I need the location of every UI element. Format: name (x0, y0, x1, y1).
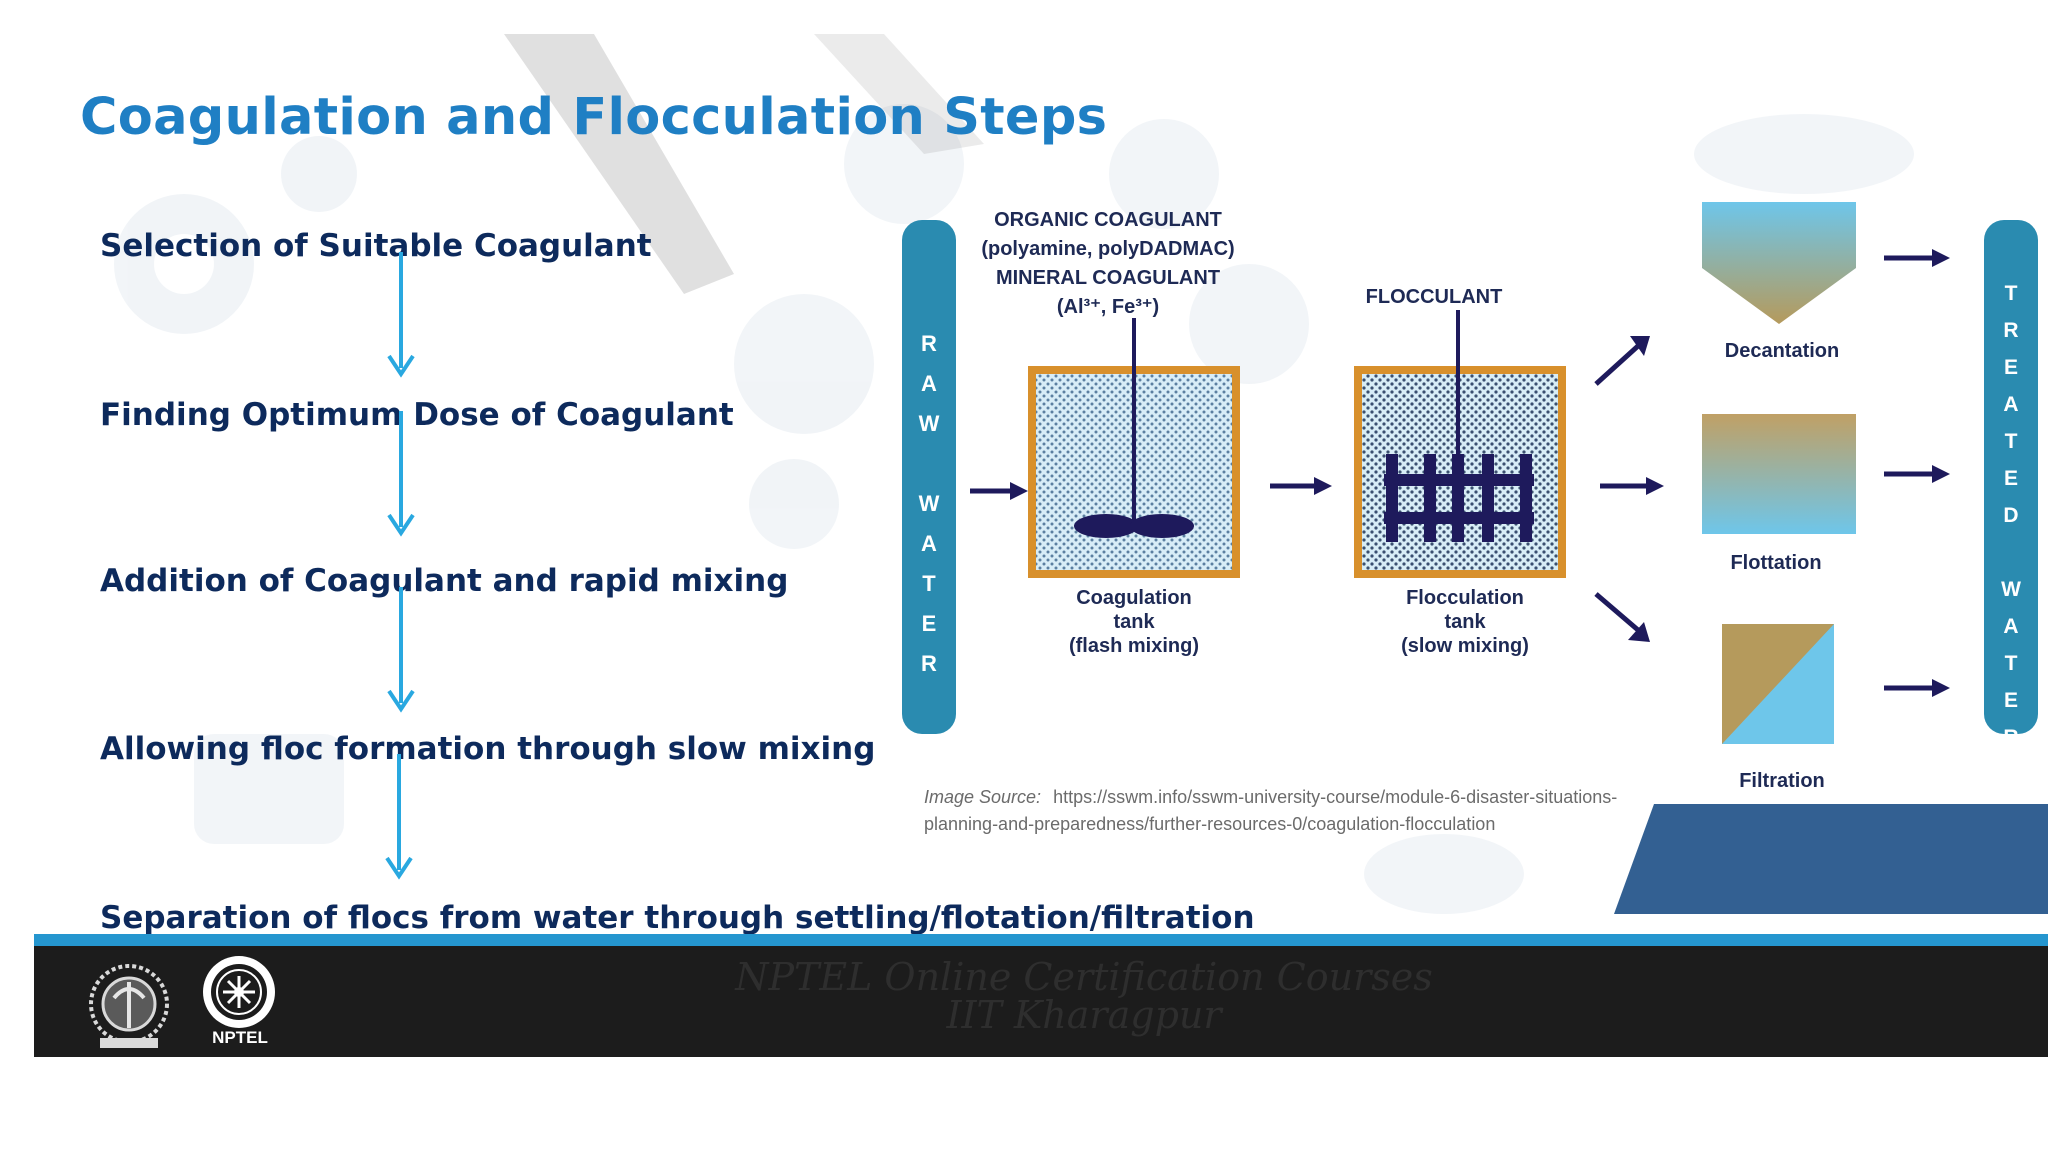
tank-label-line: tank (1113, 611, 1155, 633)
footer-bar (34, 946, 2048, 1057)
bar-letter: E (2004, 467, 2018, 490)
bar-letter: E (2004, 356, 2018, 379)
flocculation-tank-label: Flocculation tank (slow mixing) (1380, 586, 1550, 658)
slide: Coagulation and Flocculation Steps Selec… (34, 34, 2048, 1057)
flow-arrow-icon (970, 482, 1028, 500)
step-slow-mixing: Allowing floc formation through slow mix… (100, 731, 876, 767)
bar-letter: R (921, 651, 937, 676)
step-rapid-mixing: Addition of Coagulant and rapid mixing (100, 563, 789, 599)
image-source-label: Image Source: (924, 787, 1042, 807)
flow-arrow-icon (1600, 477, 1664, 495)
bar-letter: T (922, 571, 936, 596)
footer-course: NPTEL Online Certification Courses IIT K… (684, 958, 1484, 1034)
bar-letter: T (2005, 652, 2018, 675)
bar-letter: D (2003, 504, 2018, 527)
down-arrow-icon (387, 587, 415, 713)
tank-label-line: Flocculation (1406, 587, 1524, 609)
step-optimum-dose: Finding Optimum Dose of Coagulant (100, 397, 734, 433)
coagulant-label: ORGANIC COAGULANT (polyamine, polyDADMAC… (974, 206, 1242, 322)
flottation-tank (1702, 414, 1856, 534)
nptel-logo (203, 956, 275, 1028)
flow-arrow-icon (1884, 679, 1950, 697)
nptel-text: NPTEL (212, 1028, 268, 1047)
iit-kharagpur-logo (89, 964, 169, 1048)
image-source-url[interactable]: https://sswm.info/sswm-university-course… (1053, 787, 1618, 807)
flocculant-label: FLOCCULANT (1365, 286, 1503, 308)
bar-letter: A (921, 531, 937, 556)
footer-course-line: IIT Kharagpur (946, 993, 1222, 1037)
bar-letter: R (921, 331, 937, 356)
coagulant-line: (polyamine, polyDADMAC) (981, 238, 1235, 260)
coagulation-tank (1028, 318, 1240, 578)
footer-accent-line (34, 934, 2048, 946)
decantation-label: Decantation (1724, 340, 1840, 362)
image-source: Image Source: https://sswm.info/sswm-univ… (924, 784, 1804, 838)
footer: NPTEL NPTEL Online Certification Courses… (34, 934, 2048, 1057)
flocculation-tank (1354, 310, 1566, 578)
image-source-url-continued[interactable]: planning-and-preparedness/further-resour… (924, 814, 1496, 834)
bar-letter: E (922, 611, 937, 636)
flow-arrow-icon (1270, 477, 1332, 495)
flow-arrow-icon (1594, 336, 1650, 386)
tank-label-line: tank (1444, 611, 1486, 633)
raw-water-bar (902, 220, 956, 734)
step-separation: Separation of flocs from water through s… (100, 900, 1255, 936)
bar-letter: R (2003, 726, 2018, 749)
coagulant-line: (Al³⁺, Fe³⁺) (1056, 296, 1160, 318)
slide-title: Coagulation and Flocculation Steps (80, 88, 1108, 147)
tank-label-line: Coagulation (1076, 587, 1192, 609)
flow-arrow-icon (1594, 592, 1650, 642)
bar-letter: W (2001, 578, 2021, 601)
bar-letter: W (919, 491, 940, 516)
coagulant-line: MINERAL COAGULANT (995, 267, 1221, 289)
flottation-label: Flottation (1730, 552, 1822, 574)
down-arrow-icon (387, 411, 415, 537)
bar-letter: A (2003, 615, 2018, 638)
bar-letter: A (2003, 393, 2018, 416)
bar-letter: E (2004, 689, 2018, 712)
bar-letter: W (919, 411, 940, 436)
bar-letter: T (2005, 430, 2018, 453)
filtration-label: Filtration (1739, 770, 1825, 792)
coagulant-line: ORGANIC COAGULANT (994, 209, 1222, 231)
decantation-tank (1702, 202, 1856, 324)
coagulation-tank-label: Coagulation tank (flash mixing) (1054, 586, 1214, 658)
flow-arrow-icon (1884, 249, 1950, 267)
flow-arrow-icon (1884, 465, 1950, 483)
tank-label-line: (slow mixing) (1401, 635, 1529, 657)
down-arrow-icon (387, 252, 415, 378)
step-select-coagulant: Selection of Suitable Coagulant (100, 228, 652, 264)
treated-water-bar (1984, 220, 2038, 734)
bar-letter: A (921, 371, 937, 396)
bar-letter: T (2005, 282, 2018, 305)
tank-label-line: (flash mixing) (1068, 635, 1199, 657)
footer-course-line: NPTEL Online Certification Courses (735, 955, 1433, 999)
down-arrow-icon (385, 754, 413, 880)
bar-letter: R (2003, 319, 2018, 342)
filtration-tank (1722, 624, 1834, 744)
